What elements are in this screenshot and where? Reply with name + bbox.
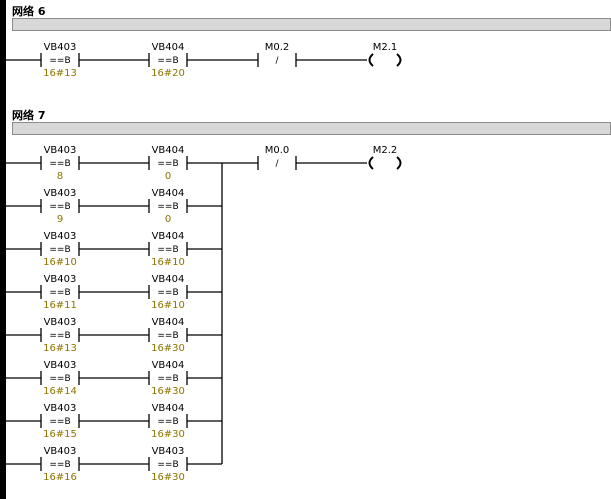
compare-operator: ==B (49, 159, 70, 169)
compare-contact-vb404[interactable]: VB404 ==B 0 (148, 188, 188, 225)
compare-value: 16#10 (151, 257, 185, 268)
compare-operator: ==B (157, 331, 178, 341)
normally-closed-contact-m0.2[interactable]: M0.2 / (257, 42, 297, 67)
compare-contact-vb403[interactable]: VB403 ==B 16#16 (40, 446, 80, 483)
contact-address: M0.0 (265, 145, 290, 156)
compare-operator: ==B (49, 56, 70, 66)
compare-contact-vb403[interactable]: VB403 ==B 16#11 (40, 274, 80, 311)
compare-value: 0 (165, 171, 171, 182)
compare-operator: ==B (49, 460, 70, 470)
compare-value: 16#20 (151, 68, 185, 79)
compare-contact-vb404[interactable]: VB404 ==B 0 (148, 145, 188, 182)
contact-address: VB403 (152, 446, 185, 457)
compare-contact-vb404[interactable]: VB404 ==B 16#20 (148, 42, 188, 79)
output-coil-m2.1[interactable]: M2.1 (368, 42, 402, 67)
compare-operator: ==B (157, 202, 178, 212)
compare-contact-vb404[interactable]: VB404 ==B 16#30 (148, 403, 188, 440)
network-7-title[interactable]: 网络 7 (12, 109, 46, 122)
compare-contact-vb403[interactable]: VB403 ==B 16#14 (40, 360, 80, 397)
contact-address: VB404 (152, 231, 185, 242)
normally-closed-contact-m0.0[interactable]: M0.0 / (257, 145, 297, 170)
coil-address: M2.2 (373, 145, 398, 156)
coil-address: M2.1 (373, 42, 398, 53)
compare-operator: ==B (157, 159, 178, 169)
compare-operator: ==B (49, 417, 70, 427)
compare-value: 16#16 (43, 472, 77, 483)
compare-contact-vb403[interactable]: VB403 ==B 16#10 (40, 231, 80, 268)
compare-value: 16#10 (43, 257, 77, 268)
compare-operator: ==B (49, 331, 70, 341)
compare-value: 16#14 (43, 386, 77, 397)
coil-left-arc (368, 156, 374, 170)
compare-operator: ==B (157, 374, 178, 384)
compare-contact-vb404[interactable]: VB404 ==B 16#10 (148, 231, 188, 268)
contact-address: VB404 (152, 42, 185, 53)
network-6-title[interactable]: 网络 6 (12, 5, 46, 18)
contact-address: VB403 (44, 42, 77, 53)
compare-operator: ==B (157, 417, 178, 427)
coil-right-arc (396, 53, 402, 67)
compare-value: 16#10 (151, 300, 185, 311)
coil-left-arc (368, 53, 374, 67)
contact-address: VB403 (44, 188, 77, 199)
compare-operator: ==B (49, 245, 70, 255)
power-rail (0, 0, 6, 499)
compare-contact-vb404[interactable]: VB404 ==B 16#10 (148, 274, 188, 311)
contact-address: M0.2 (265, 42, 290, 53)
compare-value: 9 (57, 214, 63, 225)
contact-address: VB404 (152, 188, 185, 199)
contact-address: VB403 (44, 274, 77, 285)
compare-operator: ==B (157, 288, 178, 298)
compare-contact-vb403[interactable]: VB403 ==B 16#13 (40, 317, 80, 354)
compare-contact-vb403[interactable]: VB403 ==B 16#15 (40, 403, 80, 440)
compare-value: 16#30 (151, 472, 185, 483)
compare-operator: ==B (49, 288, 70, 298)
coil-right-arc (396, 156, 402, 170)
contact-address: VB403 (44, 360, 77, 371)
contact-address: VB403 (44, 446, 77, 457)
output-coil-m2.2[interactable]: M2.2 (368, 145, 402, 170)
compare-operator: ==B (157, 460, 178, 470)
contact-address: VB403 (44, 231, 77, 242)
compare-value: 16#13 (43, 68, 77, 79)
compare-value: 0 (165, 214, 171, 225)
contact-address: VB404 (152, 360, 185, 371)
compare-operator: ==B (157, 245, 178, 255)
compare-contact-vb403[interactable]: VB403 ==B 8 (40, 145, 80, 182)
compare-contact-vb404[interactable]: VB404 ==B 16#30 (148, 317, 188, 354)
compare-value: 16#30 (151, 386, 185, 397)
normally-closed-symbol: / (275, 159, 279, 169)
compare-operator: ==B (49, 374, 70, 384)
contact-address: VB403 (44, 403, 77, 414)
compare-contact-vb403[interactable]: VB403 ==B 9 (40, 188, 80, 225)
compare-value: 16#13 (43, 343, 77, 354)
compare-value: 8 (57, 171, 63, 182)
compare-value: 16#30 (151, 343, 185, 354)
normally-closed-symbol: / (275, 56, 279, 66)
compare-operator: ==B (157, 56, 178, 66)
compare-value: 16#11 (43, 300, 77, 311)
compare-operator: ==B (49, 202, 70, 212)
contact-address: VB404 (152, 403, 185, 414)
compare-contact-vb403[interactable]: VB403 ==B 16#30 (148, 446, 188, 483)
compare-contact-vb403[interactable]: VB403 ==B 16#13 (40, 42, 80, 79)
contact-address: VB404 (152, 274, 185, 285)
compare-value: 16#30 (151, 429, 185, 440)
compare-value: 16#15 (43, 429, 77, 440)
contact-address: VB403 (44, 145, 77, 156)
compare-contact-vb404[interactable]: VB404 ==B 16#30 (148, 360, 188, 397)
contact-address: VB404 (152, 317, 185, 328)
contact-address: VB404 (152, 145, 185, 156)
contact-address: VB403 (44, 317, 77, 328)
